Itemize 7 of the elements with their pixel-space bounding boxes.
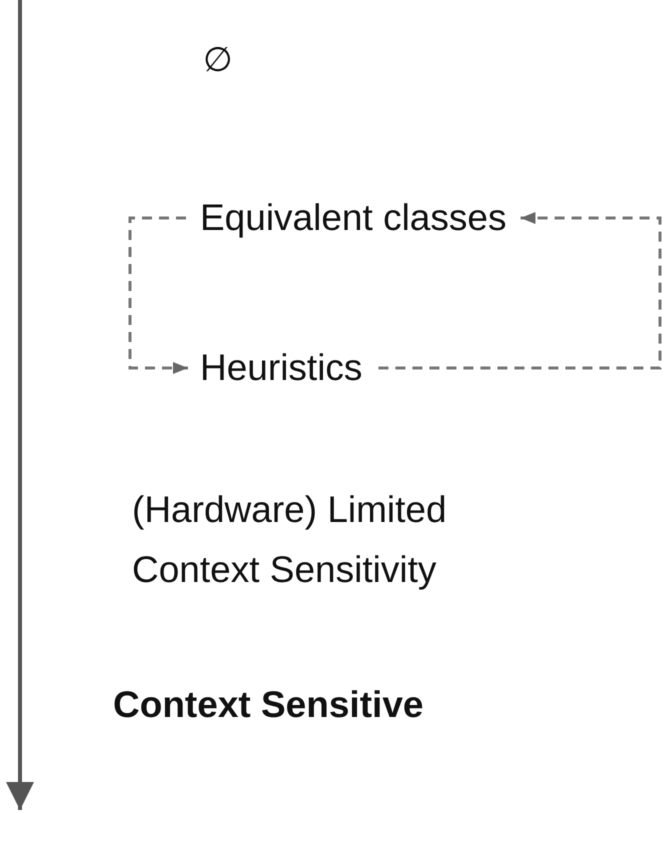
text-label: (Hardware) Limited Context Sensitivity (132, 488, 448, 592)
dashed-arrow (128, 216, 188, 374)
empty-set-symbol: ∅ (203, 40, 233, 81)
text-label: Heuristics (200, 338, 362, 398)
dashed-arrow (378, 212, 662, 370)
text-label: Context Sensitive (113, 683, 424, 727)
text-label: Equivalent classes (200, 188, 506, 248)
